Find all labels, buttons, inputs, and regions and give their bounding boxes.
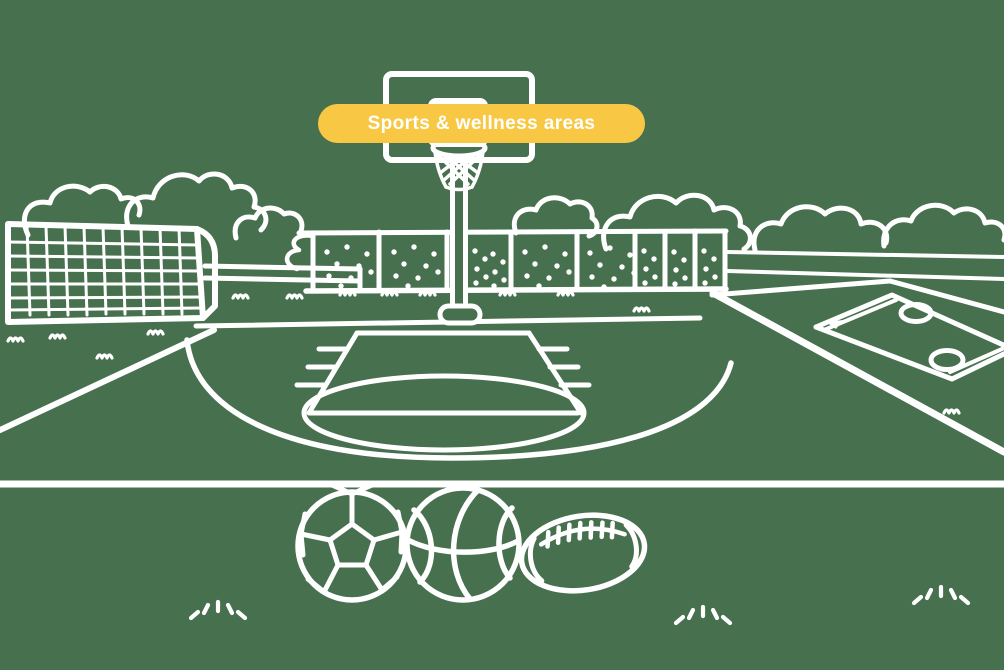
low-wall — [202, 263, 363, 293]
baseball-field-illustration — [709, 250, 1004, 456]
trees-and-bushes-illustration — [21, 171, 1004, 253]
hoop-net — [433, 150, 485, 192]
soccer-goal-illustration — [5, 221, 218, 325]
soccer-ball-icon — [295, 482, 409, 603]
basketball-court-illustration — [0, 315, 734, 461]
sports-wellness-label-pill[interactable]: Sports & wellness areas — [318, 104, 645, 143]
basketball-icon — [404, 485, 522, 603]
american-football-icon — [518, 512, 648, 594]
sports-wellness-label-text: Sports & wellness areas — [367, 112, 596, 134]
hedge-fence-illustration — [284, 228, 729, 294]
